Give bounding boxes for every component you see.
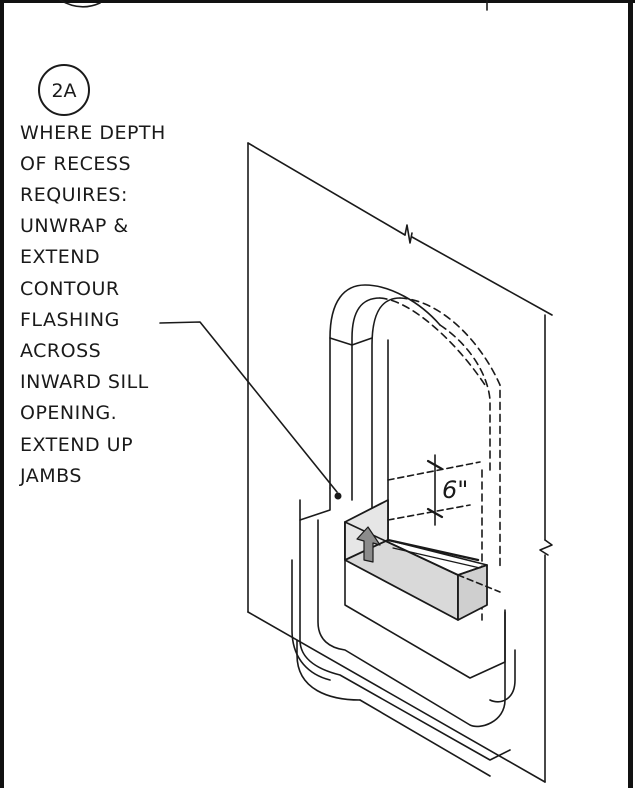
detail-tag: 2A	[51, 80, 76, 102]
note-line: JAMBS	[20, 465, 82, 487]
note-line: EXTEND	[20, 246, 101, 268]
note-line: OPENING.	[20, 402, 118, 424]
note-line: UNWRAP &	[20, 215, 129, 237]
note-line: CONTOUR	[20, 278, 120, 300]
dimension-label: 6"	[442, 476, 468, 504]
title-block-remnant-left	[59, 0, 101, 8]
height-dimension	[387, 454, 481, 526]
note-line: EXTEND UP	[20, 434, 134, 456]
sill-returns	[291, 487, 516, 777]
detail-tag-circle	[38, 64, 90, 116]
sheet-border-top	[0, 0, 635, 3]
note-line: REQUIRES:	[20, 184, 128, 206]
note-line: ACROSS	[20, 340, 102, 362]
note-line: OF RECESS	[20, 153, 132, 175]
note-line: INWARD SILL	[20, 371, 149, 393]
note-line: WHERE DEPTH	[20, 122, 166, 144]
sheet-border-right	[628, 0, 633, 788]
up-arrow-icon	[356, 526, 381, 563]
sheet-border-left	[0, 0, 4, 788]
note-line: FLASHING	[20, 309, 120, 331]
note-leader	[159, 321, 342, 500]
wall-plane	[247, 142, 553, 783]
